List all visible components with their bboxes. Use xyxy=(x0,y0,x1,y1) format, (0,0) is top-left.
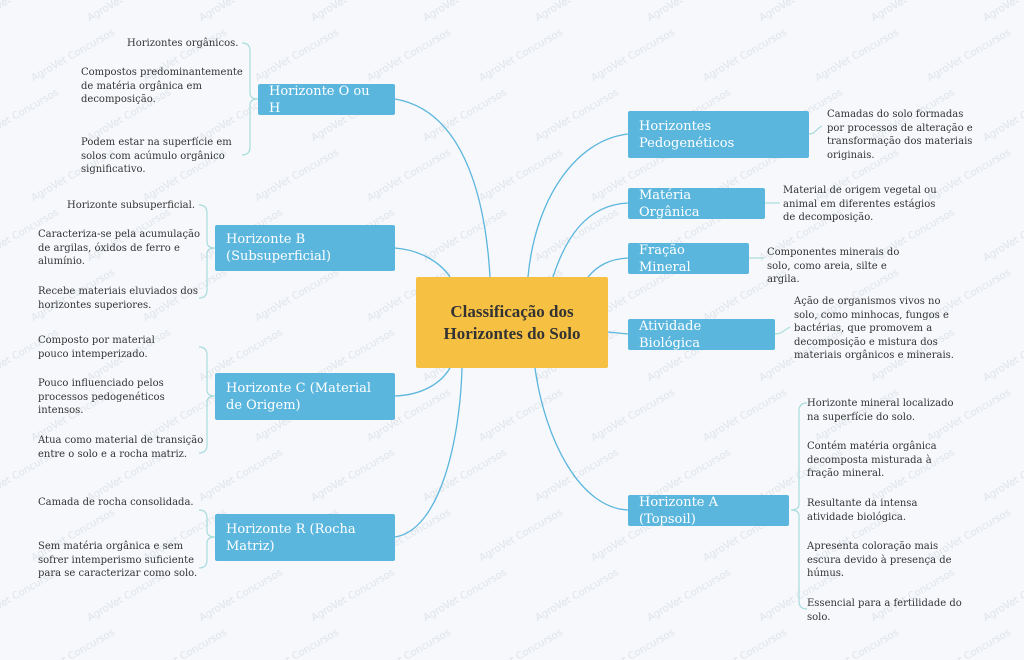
connector-horizonte-o xyxy=(394,98,491,278)
leaf-o-1: Horizontes orgânicos. xyxy=(127,38,239,49)
bracket-horizontes-pedogeneticos xyxy=(808,125,823,135)
leaf-r-2: Sem matéria orgânica e sem sofrer intemp… xyxy=(38,541,198,579)
node-materia-organica[interactable]: Matéria Orgânica xyxy=(628,188,765,220)
node-horizontes-pedogeneticos[interactable]: Horizontes Pedogenéticos xyxy=(628,111,809,158)
connector-atividade-biologica xyxy=(607,331,629,335)
leaf-c-1: Composto por material pouco intemperizad… xyxy=(38,335,155,360)
leaf-c-3: Atua como material de transição entre o … xyxy=(38,435,204,460)
leaf-c-2: Pouco influenciado pelos processos pedog… xyxy=(38,378,165,416)
leaf-a-3: Resultante da intensa atividade biológic… xyxy=(807,498,918,523)
leaf-a-5: Essencial para a fertilidade do solo. xyxy=(807,598,962,623)
leaf-a-2: Contém matéria orgânica decomposta mistu… xyxy=(807,441,937,479)
leaf-b-2: Caracteriza-se pela acumulação de argila… xyxy=(38,229,201,267)
connector-horizontes-pedogeneticos xyxy=(527,133,629,278)
node-horizonte-b[interactable]: Horizonte B (Subsuperficial) xyxy=(215,225,395,271)
connector-horizonte-b xyxy=(394,247,451,278)
leaf-a-4: Apresenta coloração mais escura devido à… xyxy=(807,541,952,579)
node-horizonte-r[interactable]: Horizonte R (Rocha Matriz) xyxy=(215,514,395,561)
connector-fracao-mineral xyxy=(587,257,629,278)
central-topic: Classificação dos Horizontes do Solo xyxy=(416,277,608,368)
leaf-ab-1: Ação de organismos vivos no solo, como m… xyxy=(794,296,954,361)
leaf-ped-1: Camadas do solo formadas por processos d… xyxy=(827,109,973,161)
connector-horizonte-r xyxy=(394,367,463,538)
leaf-b-3: Recebe materiais eluviados dos horizonte… xyxy=(38,286,198,311)
node-atividade-biologica[interactable]: Atividade Biológica xyxy=(628,319,775,351)
connector-horizonte-a xyxy=(534,367,629,511)
node-horizonte-a[interactable]: Horizonte A (Topsoil) xyxy=(628,495,789,527)
leaf-a-1: Horizonte mineral localizado na superfíc… xyxy=(807,398,954,423)
leaf-mo-1: Material de origem vegetal ou animal em … xyxy=(783,185,937,223)
leaf-r-1: Camada de rocha consolidada. xyxy=(38,497,194,508)
leaf-o-3: Podem estar na superfície em solos com a… xyxy=(81,137,232,175)
connector-horizonte-c xyxy=(394,367,451,397)
bracket-horizonte-a xyxy=(790,402,808,610)
bracket-atividade-biologica xyxy=(774,326,791,335)
leaf-b-1: Horizonte subsuperficial. xyxy=(67,200,196,211)
node-horizonte-o[interactable]: Horizonte O ou H xyxy=(258,84,395,116)
leaf-fm-1: Componentes minerais do solo, como areia… xyxy=(767,247,900,285)
connector-materia-organica xyxy=(552,202,629,278)
leaf-o-2: Compostos predominantemente de matéria o… xyxy=(81,67,243,105)
node-fracao-mineral[interactable]: Fração Mineral xyxy=(628,243,749,275)
node-horizonte-c[interactable]: Horizonte C (Material de Origem) xyxy=(215,373,395,420)
